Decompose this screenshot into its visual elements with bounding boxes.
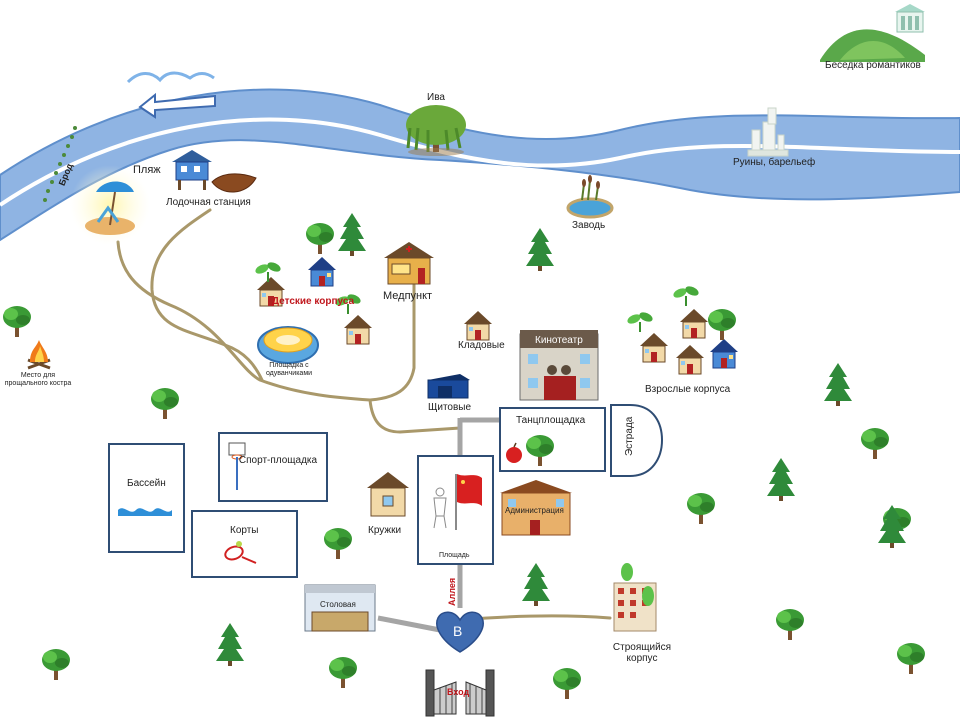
pond-label: Заводь <box>572 220 606 231</box>
pond-icon <box>566 175 614 219</box>
ford-dots <box>43 126 77 202</box>
campfire-label: Место для прощального костра <box>4 372 72 387</box>
canteen-icon <box>304 584 376 632</box>
canteen-label: Столовая <box>320 600 356 609</box>
pool-label: Бассейн <box>127 478 166 489</box>
apple-icon <box>506 442 522 463</box>
clubs-icon <box>367 472 409 517</box>
heart-marker-icon <box>436 611 484 653</box>
tennis-racket-icon <box>224 541 257 564</box>
medpunkt-icon <box>384 242 434 285</box>
cinema-label: Кинотеатр <box>535 335 583 346</box>
construction-label: Строящийся корпус <box>612 642 672 664</box>
red-flag-icon <box>455 474 482 530</box>
dance-floor-label: Танцплощадка <box>516 415 586 426</box>
adult-houses-icons <box>624 283 739 375</box>
adult-houses-label: Взрослые корпуса <box>645 384 731 395</box>
kids-houses-icons <box>252 213 373 345</box>
basketball-hoop-icon <box>228 442 246 490</box>
ruins-icon <box>747 107 789 157</box>
courts-label: Корты <box>230 525 259 536</box>
dandelion-area-label: Площадка с одуванчиками <box>265 362 313 377</box>
administration-icon <box>500 480 572 536</box>
switchboard-icon <box>427 374 470 399</box>
beach-icon <box>70 165 150 245</box>
gazebo-label: Беседка романтиков <box>825 60 921 71</box>
boxes <box>108 404 664 578</box>
ruins-label: Руины, барельеф <box>733 157 816 168</box>
statue-icon <box>433 487 447 529</box>
sport-area-label: Спорт-площадка <box>238 455 318 466</box>
cinema-icon <box>519 330 599 401</box>
boat-station-label: Лодочная станция <box>166 197 251 208</box>
marker-label: В <box>453 623 463 639</box>
gate-icon <box>425 669 495 717</box>
storage-label: Кладовые <box>458 340 505 351</box>
square-label: Площадь <box>439 552 470 559</box>
willow-label: Ива <box>427 92 445 103</box>
entrance-label: Вход <box>447 687 470 697</box>
left-arrow-icon <box>138 92 216 119</box>
clubs-label: Кружки <box>368 525 402 536</box>
pool-water-icon <box>118 508 172 516</box>
switchboard-label: Щитовые <box>428 402 472 413</box>
storage-icon <box>463 310 493 341</box>
beach-label: Пляж <box>133 164 161 176</box>
alley-label: Аллея <box>447 577 457 606</box>
willow-tree-icon <box>406 105 466 156</box>
gazebo-icon <box>820 4 925 62</box>
campfire-icon <box>27 340 51 370</box>
construction-icon <box>613 563 657 632</box>
administration-label: Администрация <box>505 506 564 516</box>
boat-station-icon <box>172 150 257 193</box>
stage-label: Эстрада <box>624 416 635 456</box>
wave-icon <box>126 71 215 84</box>
kids-houses-label: Детские корпуса <box>271 296 355 307</box>
paths <box>116 208 612 622</box>
dandelion-area-icon <box>257 326 319 364</box>
medpunkt-label: Медпункт <box>383 290 433 302</box>
